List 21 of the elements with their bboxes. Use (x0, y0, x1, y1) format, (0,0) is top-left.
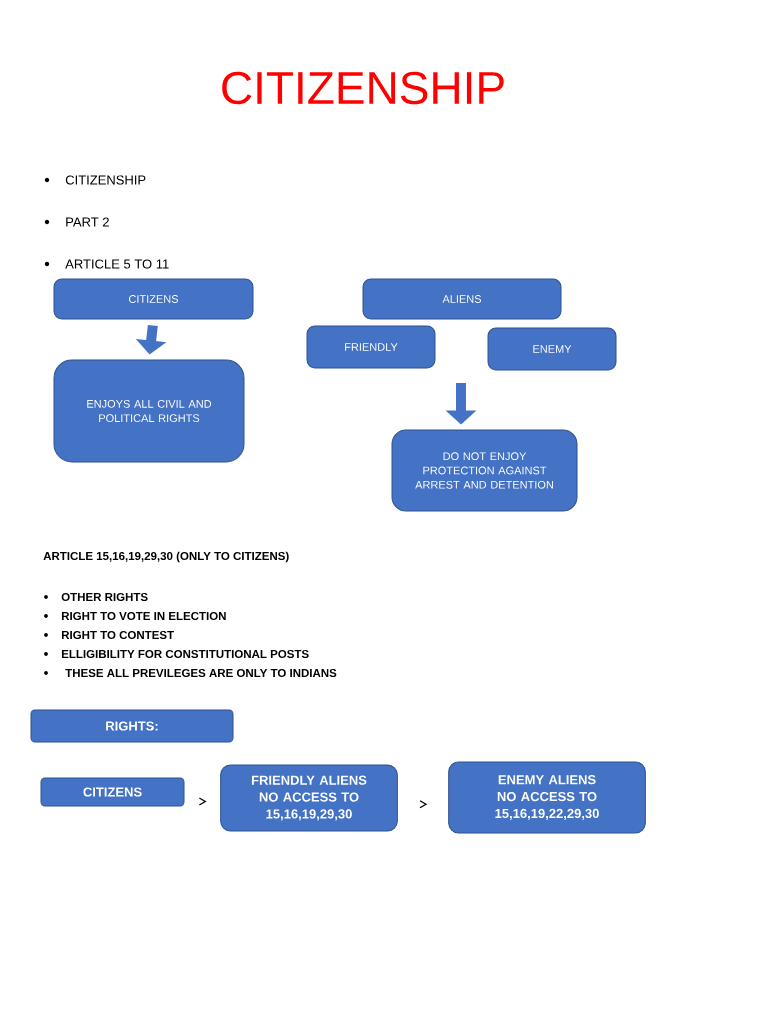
process-box: DO NOT ENJOY PROTECTION AGAINST ARREST AND DETENTION (391, 429, 578, 512)
process-box: ENEMY ALIENS NO ACCESS TO 15,16,19,22,29,30 (448, 761, 646, 834)
bullet-item: RIGHT TO CONTEST (61, 630, 174, 640)
process-box: FRIENDLY ALIENS NO ACCESS TO 15,16,19,29,30 (220, 764, 398, 832)
heading: ARTICLE 15,16,19,29,30 (ONLY TO CITIZENS) (43, 551, 289, 563)
bullet-item: PART 2 (66, 217, 109, 227)
process-box: CITIZENS (53, 278, 254, 320)
bullet-item: ELLIGIBILITY FOR CONSTITUTIONAL POSTS (61, 649, 309, 659)
process-box: CITIZENS (40, 777, 185, 807)
bullet-item: OTHER RIGHTS (61, 592, 148, 602)
chevron (419, 800, 428, 809)
process-box: ENEMY (487, 327, 617, 371)
process-box: FRIENDLY (306, 325, 436, 369)
bullet-item: RIGHT TO VOTE IN ELECTION (61, 611, 226, 621)
process-box: ENJOYS ALL CIVIL AND POLITICAL RIGHTS (53, 359, 245, 463)
bullet-item: CITIZENSHIP (65, 175, 146, 185)
process-box: RIGHTS: (30, 709, 234, 743)
process-box: ALIENS (362, 278, 562, 320)
bullet-item: THESE ALL PREVILEGES ARE ONLY TO INDIANS (65, 668, 337, 678)
chevron (198, 797, 207, 806)
title: CITIZENSHIP (222, 71, 504, 105)
